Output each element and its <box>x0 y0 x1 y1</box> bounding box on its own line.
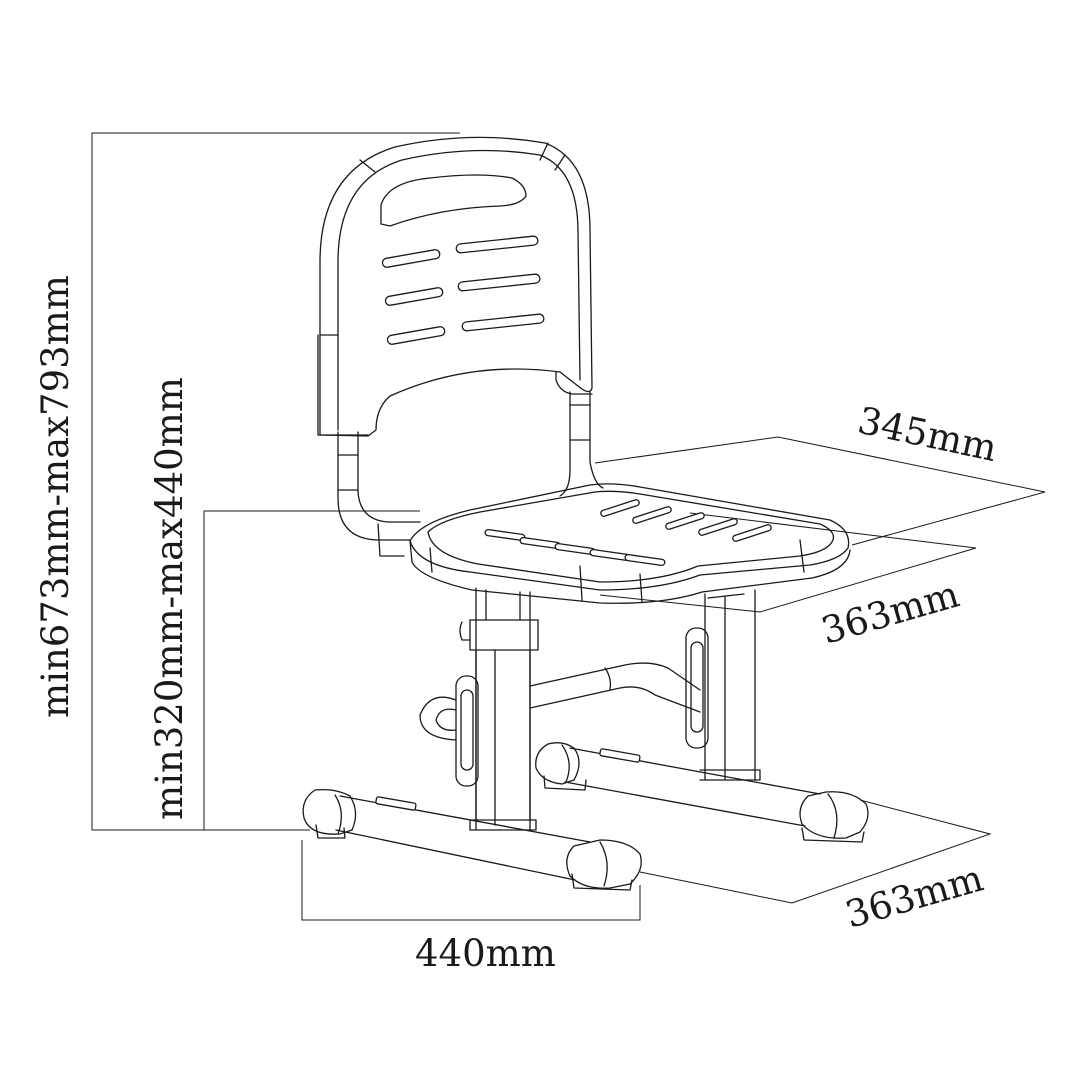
backrest-handle-hole <box>380 174 527 227</box>
base-depth-line <box>639 799 992 904</box>
dimension-labels: min673mm-max793mm min320mm-max440mm 345m… <box>34 275 1001 975</box>
seat-width-line <box>594 436 1046 546</box>
backrest-vent-slots <box>381 235 545 345</box>
base-width-line <box>301 840 641 921</box>
seat-depth-line <box>599 512 977 613</box>
height-lock-clips <box>455 627 709 787</box>
seat-vent-slots <box>484 499 772 567</box>
backrest <box>317 136 593 437</box>
seat-height-label: min320mm-max440mm <box>148 377 191 820</box>
seat <box>409 483 851 604</box>
backrest-frame-right <box>559 391 604 497</box>
dimension-lines <box>91 132 1046 921</box>
cross-tube <box>419 662 701 741</box>
front-leg-column <box>459 587 539 831</box>
overall-height-label: min673mm-max793mm <box>34 275 77 718</box>
seat-depth-label: 363mm <box>817 573 964 653</box>
overall-height-line <box>91 132 460 831</box>
front-base-tube <box>302 788 642 891</box>
rear-leg-column <box>699 589 761 781</box>
rear-base-tube <box>535 742 869 843</box>
chair-drawing <box>302 136 869 891</box>
seat-width-label: 345mm <box>854 399 1001 470</box>
base-width-label: 440mm <box>415 932 556 975</box>
seat-height-line <box>203 510 420 830</box>
base-depth-label: 363mm <box>841 857 988 937</box>
backrest-frame-left <box>337 431 421 557</box>
